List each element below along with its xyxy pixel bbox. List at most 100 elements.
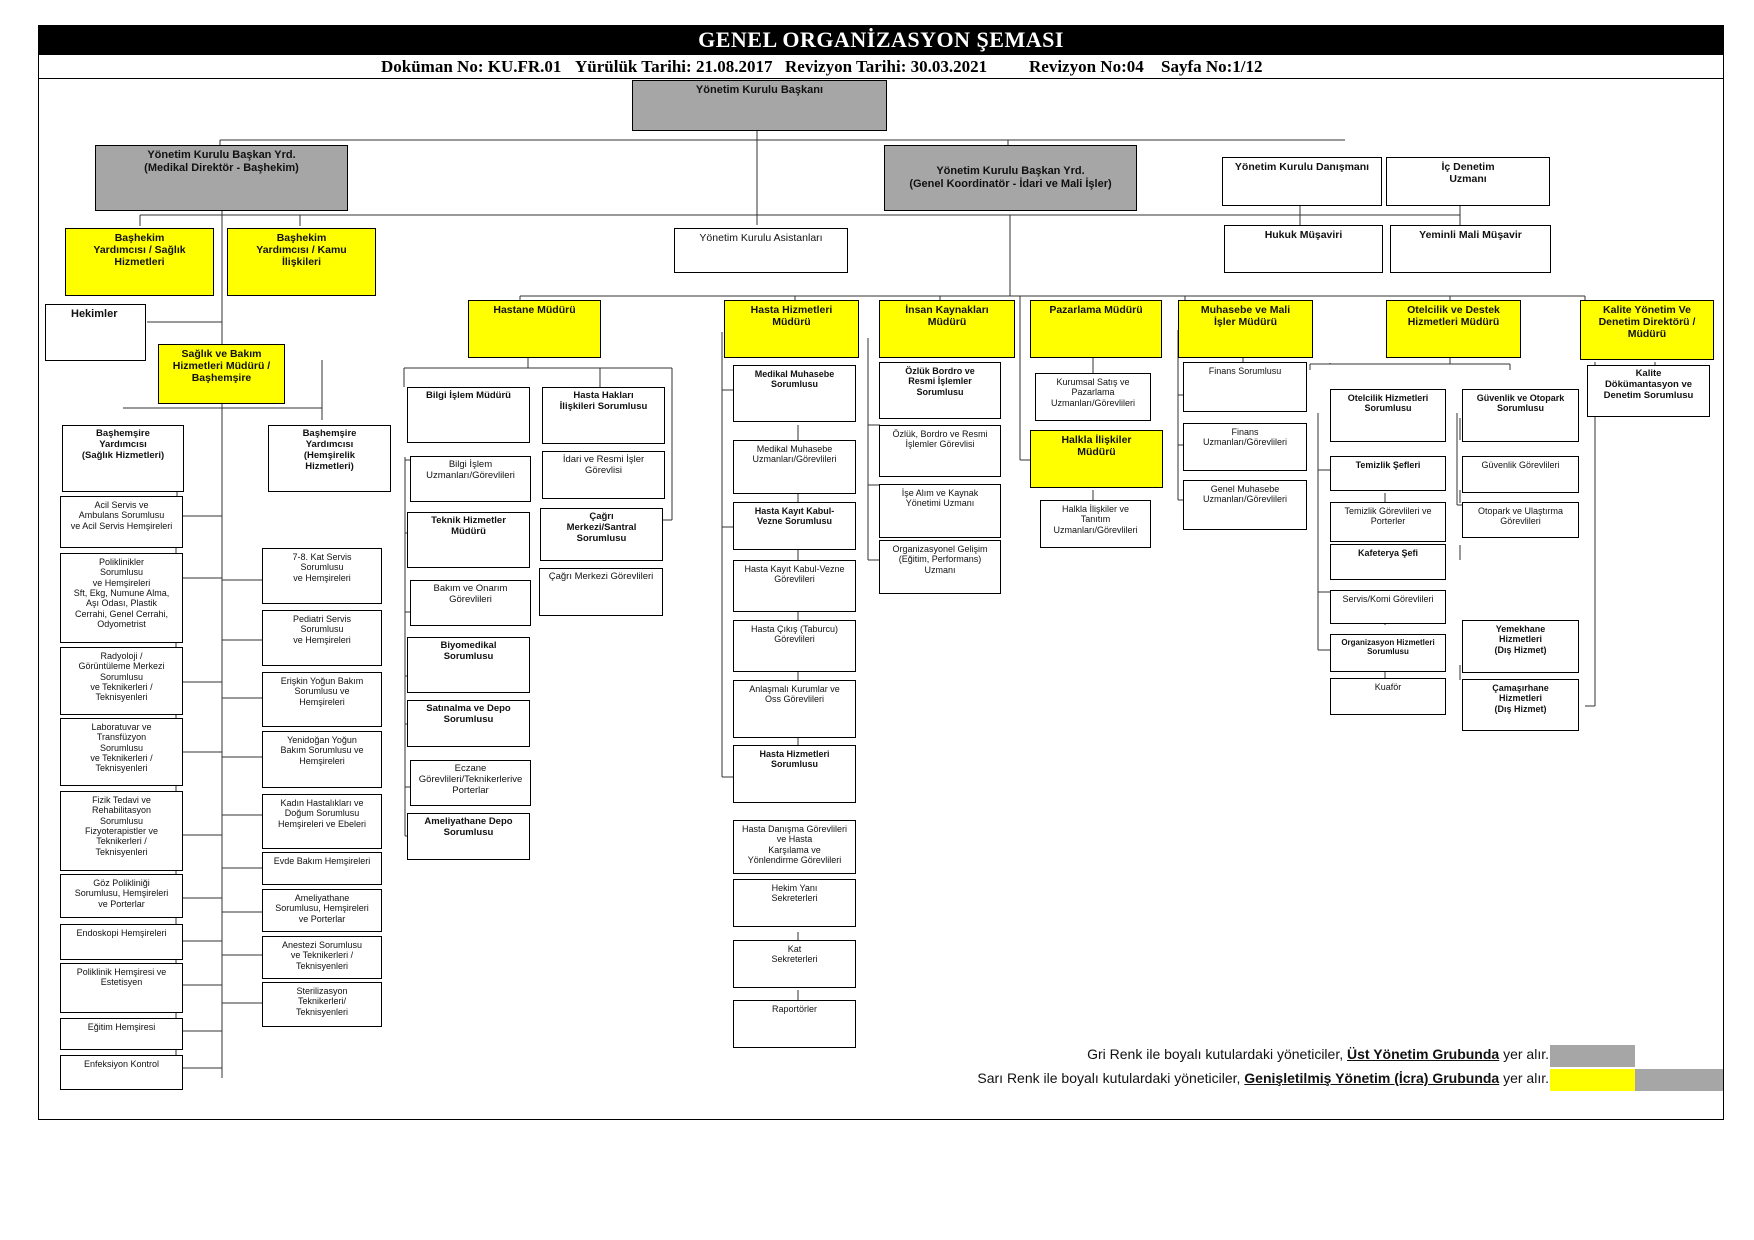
hr-item: Özlük, Bordro ve Resmi İşlemler Görevlis…: [879, 425, 1001, 477]
nursing-manager-box: Sağlık ve Bakım Hizmetleri Müdürü / Başh…: [158, 344, 285, 404]
it-manager-box: Bilgi İşlem Müdürü: [407, 387, 530, 443]
hotel-right-item: Güvenlik ve Otopark Sorumlusu: [1462, 389, 1579, 442]
hr-item: Organizasyonel Gelişim (Eğitim, Performa…: [879, 540, 1001, 594]
marketing-manager-box: Pazarlama Müdürü: [1030, 300, 1162, 358]
patient-services-manager-box: Hasta Hizmetleri Müdürü: [724, 300, 859, 358]
pr-manager-box: Halkla İlişkiler Müdürü: [1030, 430, 1163, 488]
revision-date: Revizyon Tarihi: 30.03.2021: [785, 57, 988, 76]
hotel-left-item: Otelcilik Hizmetleri Sorumlusu: [1330, 389, 1446, 442]
hospital-manager-box: Hastane Müdürü: [468, 300, 601, 358]
document-info-bar: Doküman No: KU.FR.01 Yürülük Tarihi: 21.…: [38, 55, 1724, 79]
hotel-left-item: Kuaför: [1330, 678, 1446, 715]
legend-yellow-text: Sarı Renk ile boyalı kutulardaki yönetic…: [977, 1070, 1549, 1086]
medical-left-item: Laboratuvar ve Transfüzyon Sorumlusu ve …: [60, 718, 183, 786]
hotel-left-item: Servis/Komi Görevlileri: [1330, 590, 1446, 624]
medical-left-item: Poliklinikler Sorumlusu ve Hemşireleri S…: [60, 553, 183, 643]
medical-left-item: Fizik Tedavi ve Rehabilitasyon Sorumlusu…: [60, 791, 183, 871]
hotel-right-item: Yemekhane Hizmetleri (Dış Hizmet): [1462, 620, 1579, 673]
page-number: Sayfa No:1/12: [1161, 57, 1263, 76]
purchase-box: Satınalma ve Depo Sorumlusu: [407, 700, 530, 747]
hotel-right-item: Güvenlik Görevlileri: [1462, 456, 1579, 493]
hr-item: İşe Alım ve Kaynak Yönetimi Uzmanı: [879, 484, 1001, 538]
legend-yellow-group: Genişletilmiş Yönetim (İcra) Grubunda: [1244, 1070, 1500, 1086]
patient-services-item: Anlaşmalı Kurumlar ve Oss Görevlileri: [733, 680, 856, 738]
medical-right-item: Anestezi Sorumlusu ve Teknikerleri / Tek…: [262, 936, 382, 979]
hotel-right-item: Otopark ve Ulaştırma Görevlileri: [1462, 502, 1579, 538]
pr-staff-box: Halkla İlişkiler ve Tanıtım Uzmanları/Gö…: [1040, 500, 1151, 548]
quality-manager-box: Kalite Yönetim Ve Denetim Direktörü / Mü…: [1580, 300, 1714, 360]
patient-services-item: Hekim Yanı Sekreterleri: [733, 879, 856, 927]
patient-services-item: Hasta Kayıt Kabul- Vezne Sorumlusu: [733, 502, 856, 550]
medical-right-item: Sterilizasyon Teknikerleri/ Teknisyenler…: [262, 982, 382, 1027]
patient-services-item: Hasta Çıkış (Taburcu) Görevlileri: [733, 620, 856, 672]
medical-left-item: Enfeksiyon Kontrol: [60, 1055, 183, 1090]
head-nurse-health-box: Başhemşire Yardımcısı (Sağlık Hizmetleri…: [62, 425, 184, 492]
legend-gray-prefix: Gri Renk ile boyalı kutulardaki yönetici…: [1087, 1046, 1344, 1062]
doc-number: Doküman No: KU.FR.01: [381, 57, 562, 76]
finance-item: Finans Sorumlusu: [1183, 362, 1307, 412]
patient-services-item: Hasta Hizmetleri Sorumlusu: [733, 745, 856, 803]
legend-gray-group: Üst Yönetim Grubunda: [1347, 1046, 1500, 1062]
medical-left-item: Göz Polikliniği Sorumlusu, Hemşireleri v…: [60, 874, 183, 918]
board-assistants-box: Yönetim Kurulu Asistanları: [674, 228, 848, 273]
medical-left-item: Radyoloji / Görüntüleme Merkezi Sorumlus…: [60, 647, 183, 715]
medical-right-item: 7-8. Kat Servis Sorumlusu ve Hemşireleri: [262, 548, 382, 604]
finance-manager-box: Muhasebe ve Mali İşler Müdürü: [1178, 300, 1313, 358]
page-title: GENEL ORGANİZASYON ŞEMASI: [38, 25, 1724, 55]
patient-services-item: Hasta Kayıt Kabul-Vezne Görevlileri: [733, 560, 856, 612]
board-advisor-box: Yönetim Kurulu Danışmanı: [1222, 157, 1382, 206]
vp-medical-box: Yönetim Kurulu Başkan Yrd. (Medikal Dire…: [95, 145, 348, 211]
finance-item: Genel Muhasebe Uzmanları/Görevlileri: [1183, 480, 1307, 530]
medical-left-item: Endoskopi Hemşireleri: [60, 924, 183, 960]
it-staff-box: Bilgi İşlem Uzmanları/Görevlileri: [410, 456, 531, 502]
hotel-left-item: Organizasyon Hizmetleri Sorumlusu: [1330, 634, 1446, 672]
hotel-left-item: Temizlik Görevlileri ve Porterler: [1330, 502, 1446, 542]
corporate-sales-box: Kurumsal Satış ve Pazarlama Uzmanları/Gö…: [1035, 373, 1151, 421]
admin-staff-box: İdari ve Resmi İşler Görevlisi: [542, 451, 665, 499]
hotel-left-item: Temizlik Şefleri: [1330, 456, 1446, 491]
medical-right-item: Kadın Hastalıkları ve Doğum Sorumlusu He…: [262, 794, 382, 849]
pharmacy-box: Eczane Görevlileri/Teknikerlerive Porter…: [410, 760, 531, 806]
legend-gray-swatch: [1550, 1045, 1635, 1067]
hr-item: Özlük Bordro ve Resmi İşlemler Sorumlusu: [879, 362, 1001, 419]
hotel-right-item: Çamaşırhane Hizmetleri (Dış Hizmet): [1462, 679, 1579, 731]
medical-left-item: Eğitim Hemşiresi: [60, 1018, 183, 1050]
tech-manager-box: Teknik Hizmetler Müdürü: [407, 512, 530, 568]
chairman-box: Yönetim Kurulu Başkanı: [632, 80, 887, 131]
medical-left-item: Acil Servis ve Ambulans Sorumlusu ve Aci…: [60, 496, 183, 548]
finance-item: Finans Uzmanları/Görevlileri: [1183, 423, 1307, 471]
medical-right-item: Evde Bakım Hemşireleri: [262, 852, 382, 885]
legend-gray-swatch-2: [1635, 1069, 1723, 1091]
patient-services-item: Hasta Danışma Görevlileri ve Hasta Karşı…: [733, 820, 856, 874]
patient-services-item: Medikal Muhasebe Uzmanları/Görevlileri: [733, 440, 856, 494]
vp-general-box: Yönetim Kurulu Başkan Yrd. (Genel Koordi…: [884, 145, 1137, 211]
medical-right-item: Erişkin Yoğun Bakım Sorumlusu ve Hemşire…: [262, 672, 382, 727]
legend-gray-suffix: yer alır.: [1503, 1046, 1549, 1062]
effective-date: Yürülük Tarihi: 21.08.2017: [575, 57, 773, 76]
deputy-health-box: Başhekim Yardımcısı / Sağlık Hizmetleri: [65, 228, 214, 296]
sworn-accountant-box: Yeminli Mali Müşavir: [1390, 225, 1551, 273]
quality-doc-box: Kalite Dökümantasyon ve Denetim Sorumlus…: [1587, 365, 1710, 417]
revision-number: Revizyon No:04: [1029, 57, 1144, 76]
tech-staff-box: Bakım ve Onarım Görevlileri: [410, 580, 531, 626]
medical-right-item: Yenidoğan Yoğun Bakım Sorumlusu ve Hemşi…: [262, 731, 382, 788]
call-center-box: Çağrı Merkezi/Santral Sorumlusu: [540, 508, 663, 561]
legend-yellow-swatch: [1550, 1069, 1635, 1091]
hotel-left-item: Kafeterya Şefi: [1330, 544, 1446, 580]
chart-frame: [38, 25, 1724, 1120]
patient-services-item: Raportörler: [733, 1000, 856, 1048]
medical-left-item: Poliklinik Hemşiresi ve Estetisyen: [60, 963, 183, 1013]
legend-yellow-prefix: Sarı Renk ile boyalı kutulardaki yönetic…: [977, 1070, 1241, 1086]
patient-services-item: Kat Sekreterleri: [733, 940, 856, 988]
deputy-public-box: Başhekim Yardımcısı / Kamu İlişkileri: [227, 228, 376, 296]
biomedical-box: Biyomedikal Sorumlusu: [407, 637, 530, 693]
medical-right-item: Pediatri Servis Sorumlusu ve Hemşireleri: [262, 610, 382, 666]
hotel-manager-box: Otelcilik ve Destek Hizmetleri Müdürü: [1386, 300, 1521, 358]
or-depot-box: Ameliyathane Depo Sorumlusu: [407, 813, 530, 860]
head-nurse-nursing-box: Başhemşire Yardımcısı (Hemşirelik Hizmet…: [268, 425, 391, 492]
legal-counsel-box: Hukuk Müşaviri: [1224, 225, 1383, 273]
patient-services-item: Medikal Muhasebe Sorumlusu: [733, 365, 856, 422]
patient-rights-box: Hasta Hakları İlişkileri Sorumlusu: [542, 387, 665, 444]
legend-yellow-suffix: yer alır.: [1503, 1070, 1549, 1086]
legend-gray-text: Gri Renk ile boyalı kutulardaki yönetici…: [1087, 1046, 1549, 1062]
